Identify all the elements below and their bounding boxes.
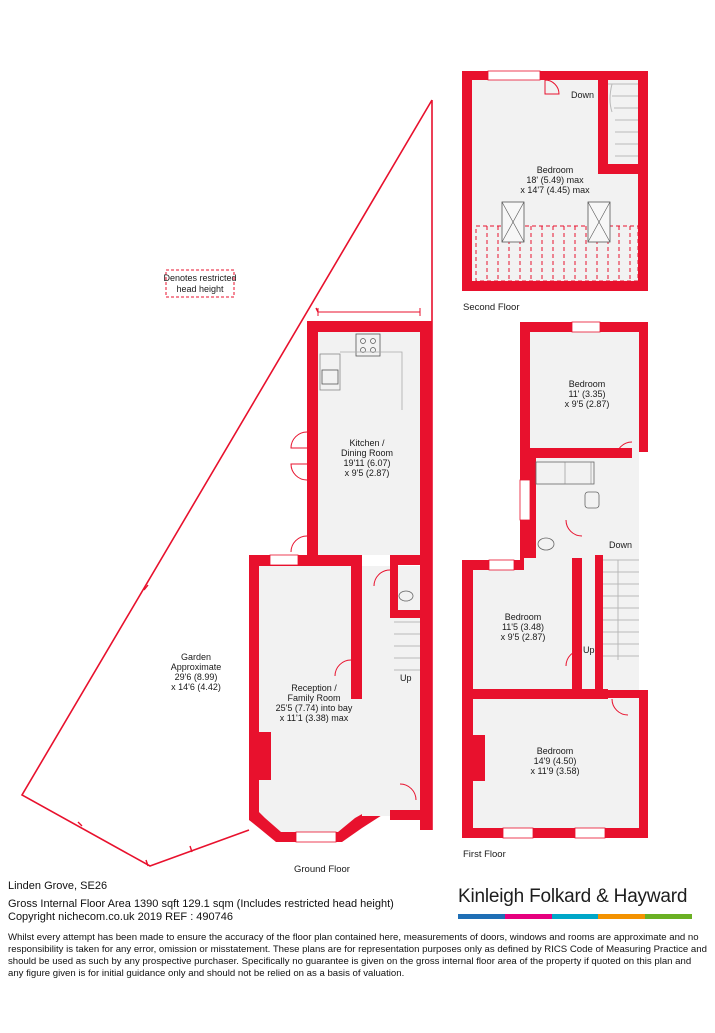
ground-floor-plan [249,308,432,843]
room-name: Bedroom [537,746,574,756]
room-dimension: x 9'5 (2.87) [345,468,390,478]
second-floor-plan [462,70,648,291]
room-dimension: 18' (5.49) max [526,175,584,185]
room-dimension: x 9'5 (2.87) [565,399,610,409]
room-dimension: x 14'7 (4.45) max [520,185,590,195]
agency-name: Kinleigh Folkard & Hayward [458,886,688,907]
room-dimension: 11'5 (3.48) [502,622,544,632]
stairs-up-label: Up [583,645,595,655]
legend-line-2: head height [176,284,224,294]
room-dimension: 29'6 (8.99) [175,672,218,682]
room-name: Approximate [171,662,222,672]
restricted-height-legend-box [165,269,235,298]
second-floor-title: Second Floor [463,302,520,313]
legend-line-1: Denotes restricted [163,273,236,283]
brand-bar-segment [504,914,552,919]
stairs-down-label: Down [571,90,594,100]
room-name: Dining Room [341,448,393,458]
copyright: Copyright nichecom.co.uk 2019 REF : 4907… [8,911,234,923]
first-floor-title: First Floor [463,849,506,860]
room-dimension: 25'5 (7.74) into bay [276,703,353,713]
room-name: Kitchen / [349,438,385,448]
room-dimension: x 11'9 (3.58) [530,766,579,776]
room-name: Family Room [287,693,340,703]
room-name: Garden [181,652,211,662]
brand-bar-segment [645,914,692,919]
stairs-up-label: Up [400,673,412,683]
room-name: Reception / [291,683,337,693]
room-dimension: 14'9 (4.50) [534,756,577,766]
room-dimension: x 11'1 (3.38) max [280,713,349,723]
floor-plan-drawing: Denotes restricted head height Second Fl… [20,70,648,875]
room-name: Bedroom [505,612,542,622]
room-dimension: 19'11 (6.07) [343,458,390,468]
floor-area: Gross Internal Floor Area 1390 sqft 129.… [8,898,394,910]
brand-bar-segment [458,914,505,919]
brand-bar-segment [551,914,599,919]
disclaimer: Whilst every attempt has been made to en… [8,932,707,979]
garden-outline [20,99,433,867]
room-dimension: 11' (3.35) [568,389,605,399]
room-dimension: x 14'6 (4.42) [171,682,221,692]
ground-floor-title: Ground Floor [294,864,350,875]
first-floor-plan [462,321,648,839]
room-name: Bedroom [537,165,574,175]
brand-colour-bar [458,914,692,919]
agency-logo: Kinleigh Folkard & Hayward [458,886,692,919]
room-name: Bedroom [569,379,606,389]
property-address: Linden Grove, SE26 [8,880,108,892]
stairs-down-label: Down [609,540,632,550]
room-dimension: x 9'5 (2.87) [501,632,546,642]
brand-bar-segment [598,914,646,919]
